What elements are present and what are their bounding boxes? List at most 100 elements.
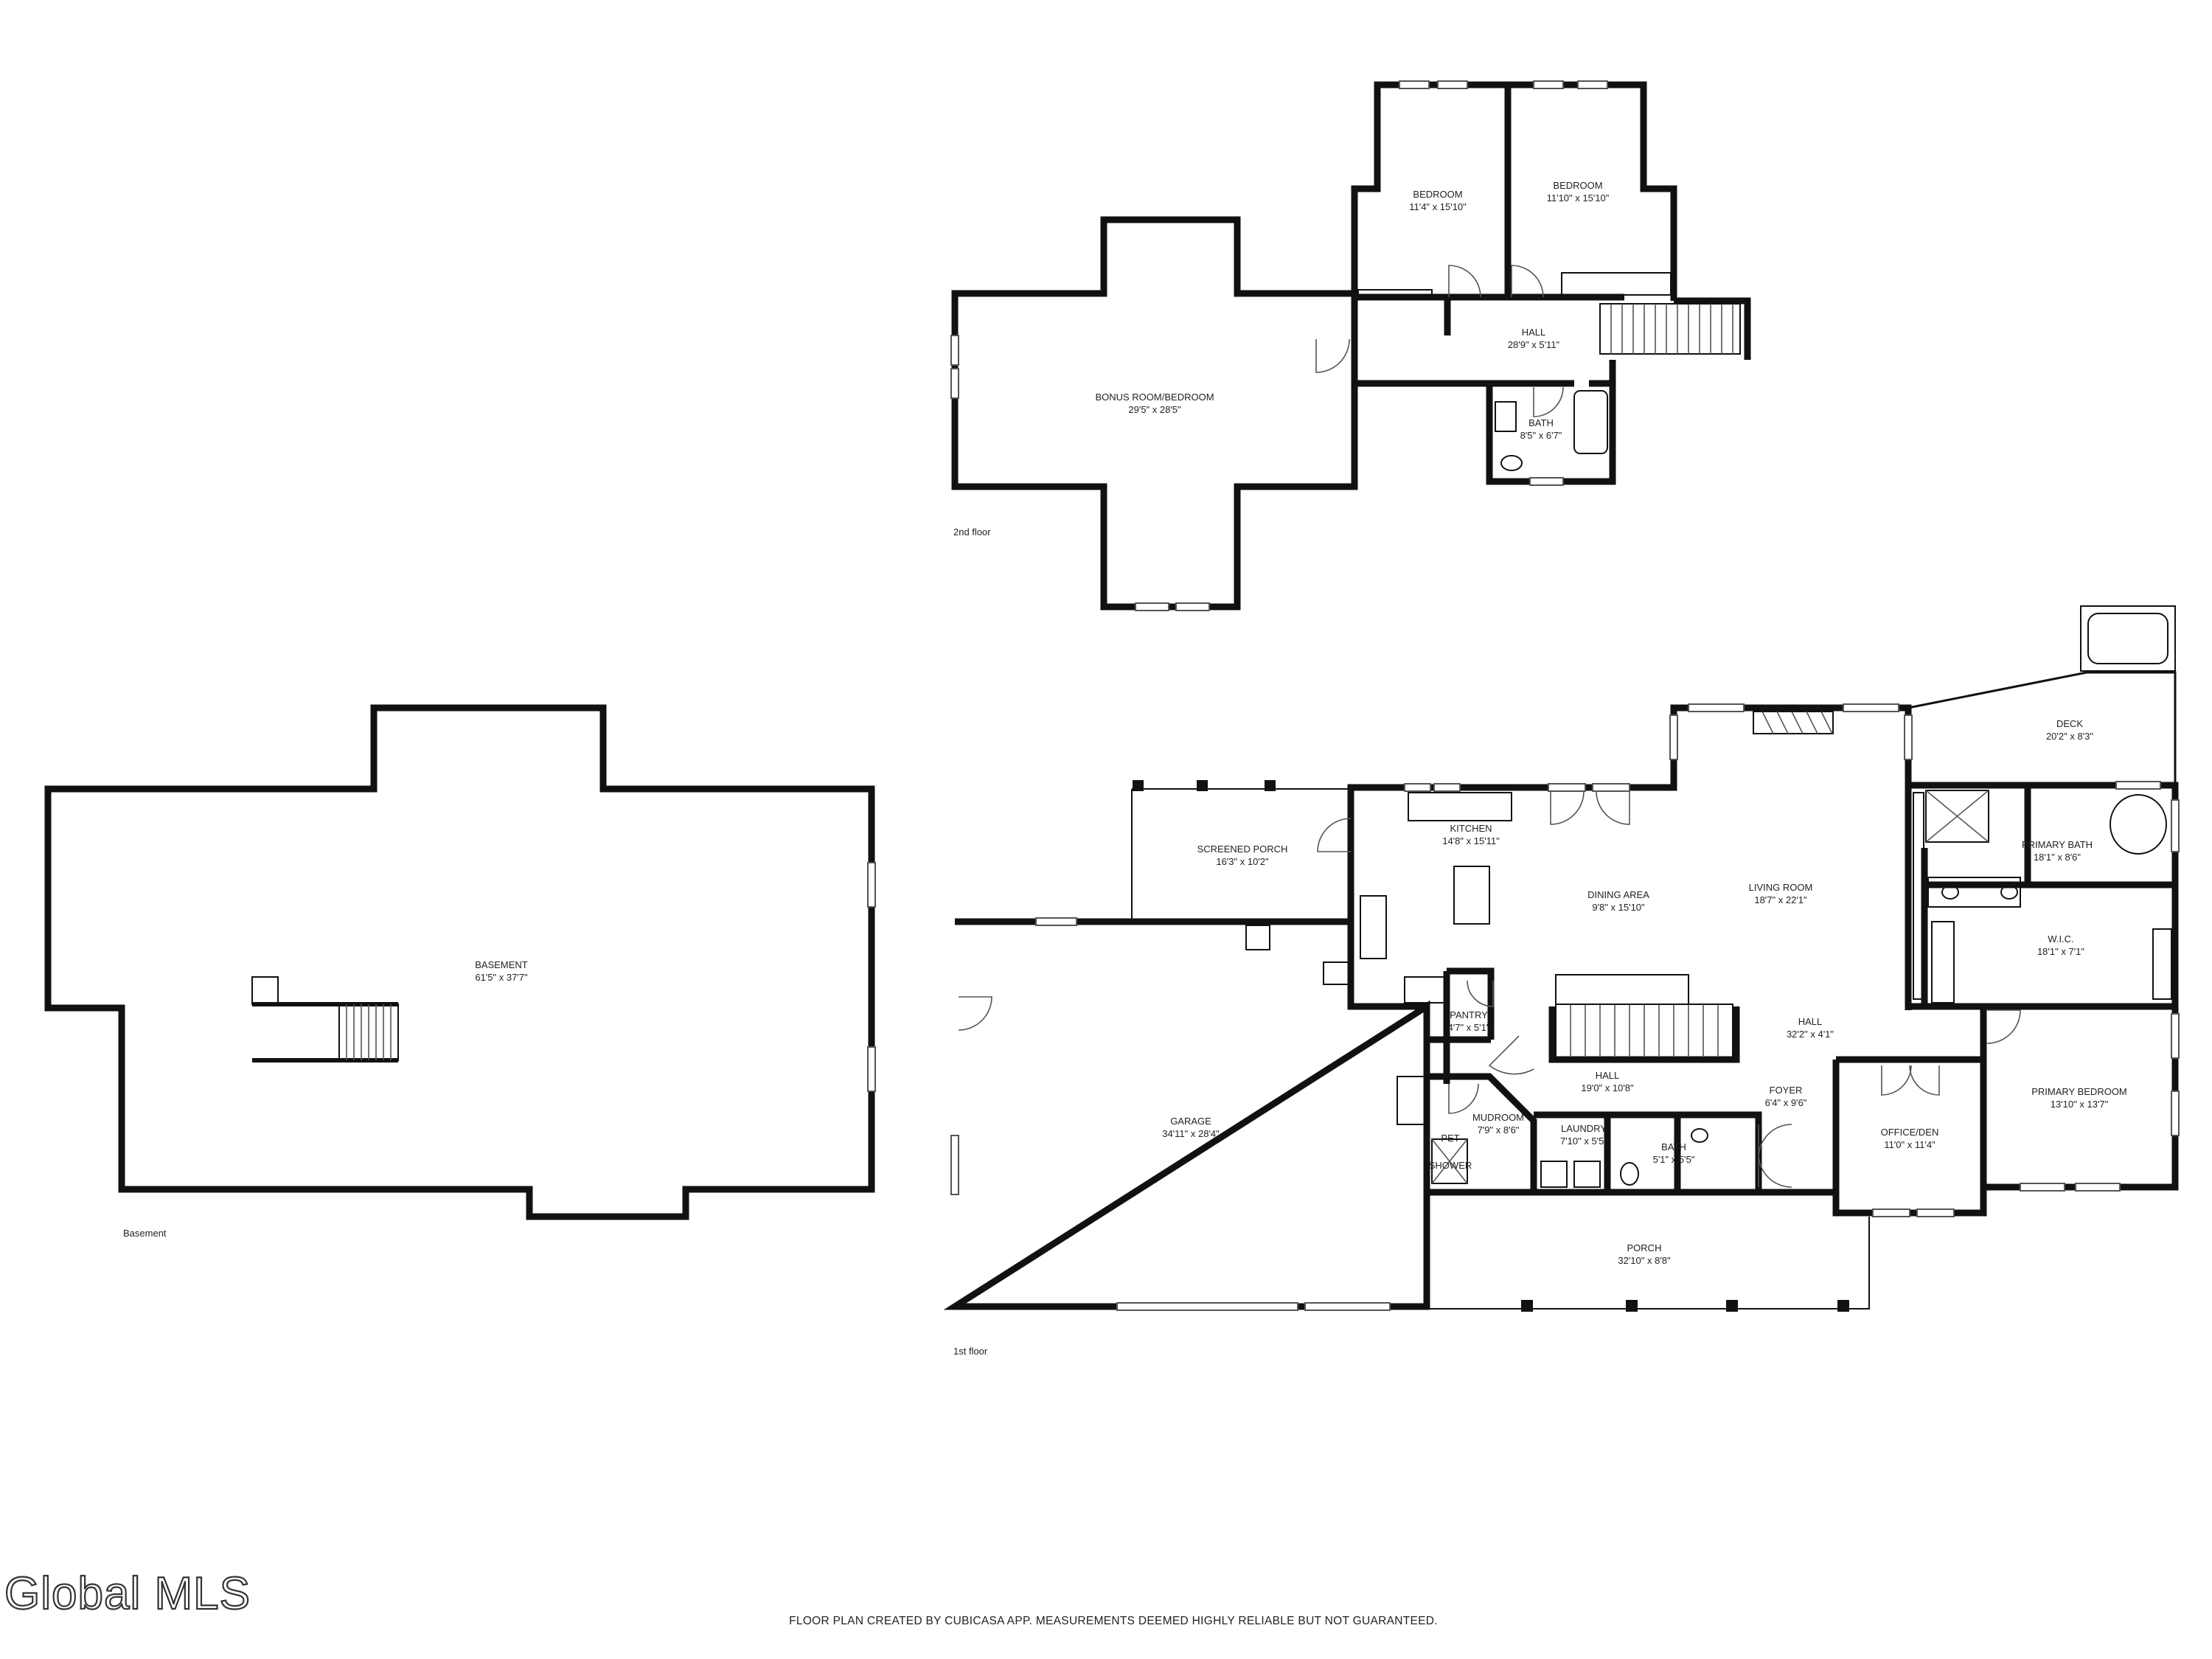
window [950,368,959,399]
room-name-primary-bedroom: PRIMARY BEDROOM [2031,1086,2127,1097]
room-size-garage: 34'11" x 28'4" [1162,1128,1220,1139]
pet-shower-label: SHOWER [1429,1160,1472,1171]
hall-2nd-walls [1351,293,1751,387]
door-swing [1511,265,1544,298]
second-floor-plan: BONUS ROOM/BEDROOM 29'5" x 28'5" BEDROOM… [950,80,1751,611]
porch-post [1197,780,1208,791]
bonus-room-walls [951,216,1358,611]
window [867,1046,876,1092]
wic-shelf [2152,928,2172,1000]
porch-post [1626,1300,1638,1312]
kitchen-counter [1404,976,1446,1004]
window [2171,1091,2180,1136]
window [1688,703,1745,712]
wic-shelf [1931,921,1955,1004]
room-name-office: OFFICE/DEN [1881,1127,1939,1138]
room-name-hall-2nd: HALL [1522,327,1546,338]
shower-drain-lines [1925,790,1989,843]
room-size-wic: 18'1" x 7'1" [2037,946,2084,957]
window [2020,1183,2065,1192]
floor-label-basement: Basement [123,1228,167,1239]
window [867,862,876,908]
window [1433,783,1461,792]
kitchen-counter [1408,792,1512,821]
room-name-garage: GARAGE [1170,1116,1211,1127]
room-name-foyer: FOYER [1770,1085,1803,1096]
window [1669,714,1678,760]
room-size-hall-main: 32'2" x 4'1" [1787,1029,1834,1040]
door-swing [1315,338,1350,373]
front-door-swing [1758,1124,1792,1188]
door-swing [1317,818,1352,852]
porch-post [1726,1300,1738,1312]
room-size-kitchen: 14'8" x 15'11" [1442,835,1500,846]
window [1916,1208,1955,1217]
hot-tub-basin [2087,613,2168,664]
fireplace-brick [1761,711,1833,734]
door-swing [958,996,992,1031]
door-swing [1986,1009,2021,1044]
room-size-hall-2nd: 28'9" x 5'11" [1508,339,1560,350]
stairs-2nd-floor [1599,303,1741,355]
room-size-dining: 9'8" x 15'10" [1592,902,1645,913]
porch-post [1837,1300,1849,1312]
window [1872,1208,1910,1217]
window [1904,714,1913,760]
bathtub [1573,390,1608,454]
screened-porch-screen [1131,788,1351,920]
porch-post [1133,780,1144,791]
room-name-deck: DECK [2056,718,2083,729]
room-size-hall-lower: 19'0" x 10'8" [1581,1082,1634,1093]
room-name-basement: BASEMENT [475,959,528,970]
window [1135,602,1169,611]
double-door-swing [1550,790,1630,825]
garage-door [1116,1302,1298,1311]
closet [1561,272,1672,296]
door-swing [1533,386,1564,417]
room-size-porch: 32'10" x 8'8" [1618,1255,1671,1266]
stairs-1st-floor [1555,974,1733,1058]
sink [1691,1128,1708,1143]
shower [1925,790,1989,843]
basement-stairs [251,976,399,1062]
main-house-walls [1347,704,2179,1217]
basement-walls [44,704,875,1220]
kitchen-island [1453,866,1490,925]
room-name-pantry: PANTRY [1450,1009,1488,1020]
room-size-living: 18'7" x 22'1" [1754,894,1807,905]
hot-tub [2080,605,2176,672]
garage-walls [943,918,1430,1310]
room-size-bath-2nd: 8'5" x 6'7" [1520,430,1562,441]
room-name-hall-lower: HALL [1596,1070,1620,1081]
pet-shower-basin [1431,1138,1468,1184]
room-size-deck: 20'2" x 8'3" [2046,731,2093,742]
room-name-laundry: LAUNDRY [1561,1123,1607,1134]
window [1529,477,1564,486]
window [1437,80,1468,89]
room-name-kitchen: KITCHEN [1450,823,1492,834]
window [1592,783,1630,792]
garage-door [1304,1302,1391,1311]
fireplace [1753,711,1834,734]
front-porch-outline [1427,1217,1870,1310]
door-swing [1467,980,1494,1007]
dryer [1573,1161,1601,1188]
room-size-bedroom-b: 11'10" x 15'10" [1547,192,1610,204]
interior-walls [1427,785,2175,1213]
floor-label-2nd: 2nd floor [953,526,991,538]
window [1548,783,1586,792]
window [1404,783,1431,792]
room-name-living: LIVING ROOM [1749,882,1813,893]
room-name-screened-porch: SCREENED PORCH [1197,844,1288,855]
room-size-foyer: 6'4" x 9'6" [1765,1097,1807,1108]
first-floor-plan: SCREENED PORCH 16'3" x 10'2" KITCHEN 14'… [943,605,2180,1357]
window [950,335,959,366]
window [1399,80,1430,89]
window [1843,703,1899,712]
pet-shower-label: PET [1441,1133,1459,1144]
room-size-primary-bedroom: 13'10" x 13'7" [2051,1099,2109,1110]
room-name-bath-2nd: BATH [1528,417,1554,428]
room-name-bedroom-a: BEDROOM [1413,189,1462,200]
window [1533,80,1564,89]
